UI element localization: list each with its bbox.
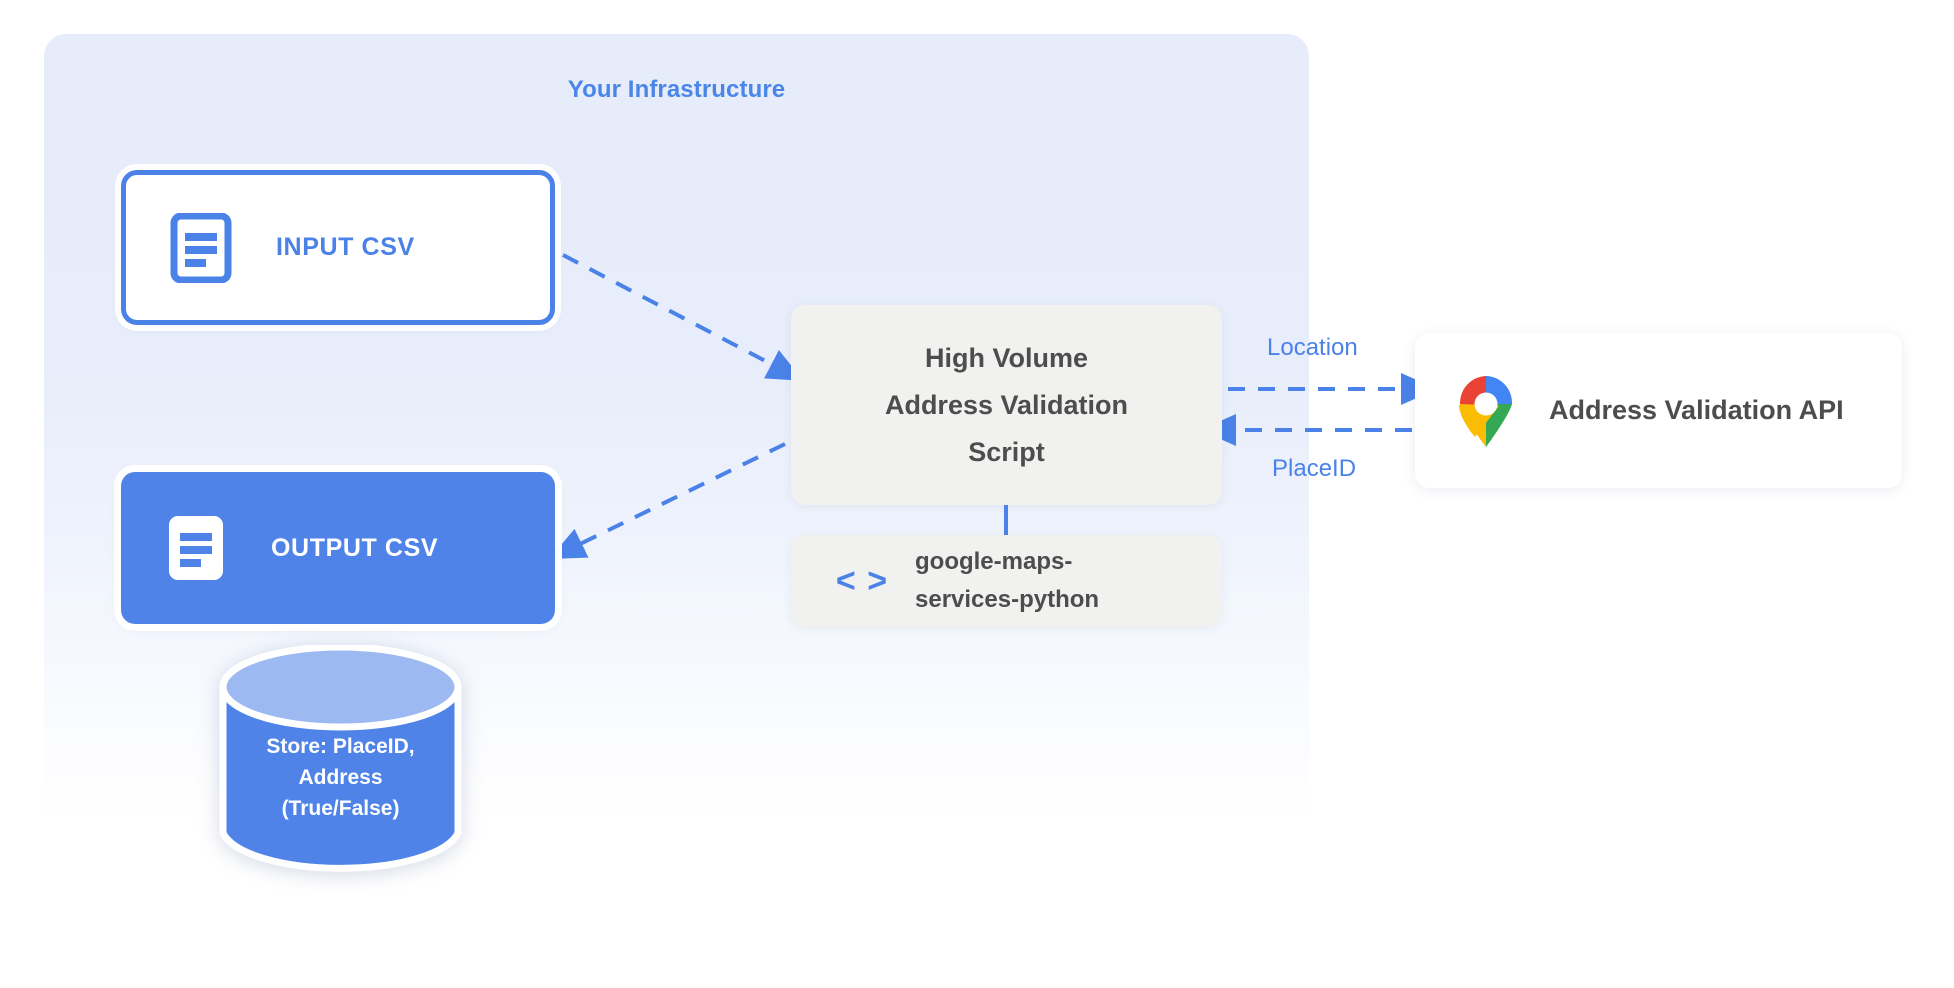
api-label: Address Validation API: [1549, 395, 1844, 425]
script-line-1: High Volume: [924, 342, 1088, 373]
library-line-1: google-maps-: [915, 548, 1073, 575]
script-line-2: Address Validation: [884, 389, 1129, 420]
database-cylinder[interactable]: [219, 645, 462, 875]
edge-label-location: Location: [1267, 334, 1358, 361]
panel-title: Your Infrastructure: [567, 76, 786, 103]
document-icon: [169, 516, 223, 580]
script-line-3: Script: [968, 436, 1045, 467]
library-node[interactable]: < > google-maps- services-python: [791, 535, 1222, 627]
input-csv-label: INPUT CSV: [276, 233, 415, 261]
google-maps-pin-icon: [1459, 375, 1513, 447]
script-library-connector: [1004, 505, 1008, 538]
address-validation-api-node[interactable]: Address Validation API: [1415, 333, 1902, 488]
output-csv-label: OUTPUT CSV: [271, 533, 439, 562]
code-brackets-icon: < >: [835, 561, 889, 600]
edge-label-placeid: PlaceID: [1272, 455, 1357, 482]
input-csv-node[interactable]: INPUT CSV: [121, 170, 555, 325]
document-icon: [170, 212, 232, 283]
output-csv-node[interactable]: OUTPUT CSV: [121, 472, 555, 624]
high-volume-script-node[interactable]: High Volume Address Validation Script: [791, 305, 1222, 505]
library-line-2: services-python: [915, 586, 1100, 613]
